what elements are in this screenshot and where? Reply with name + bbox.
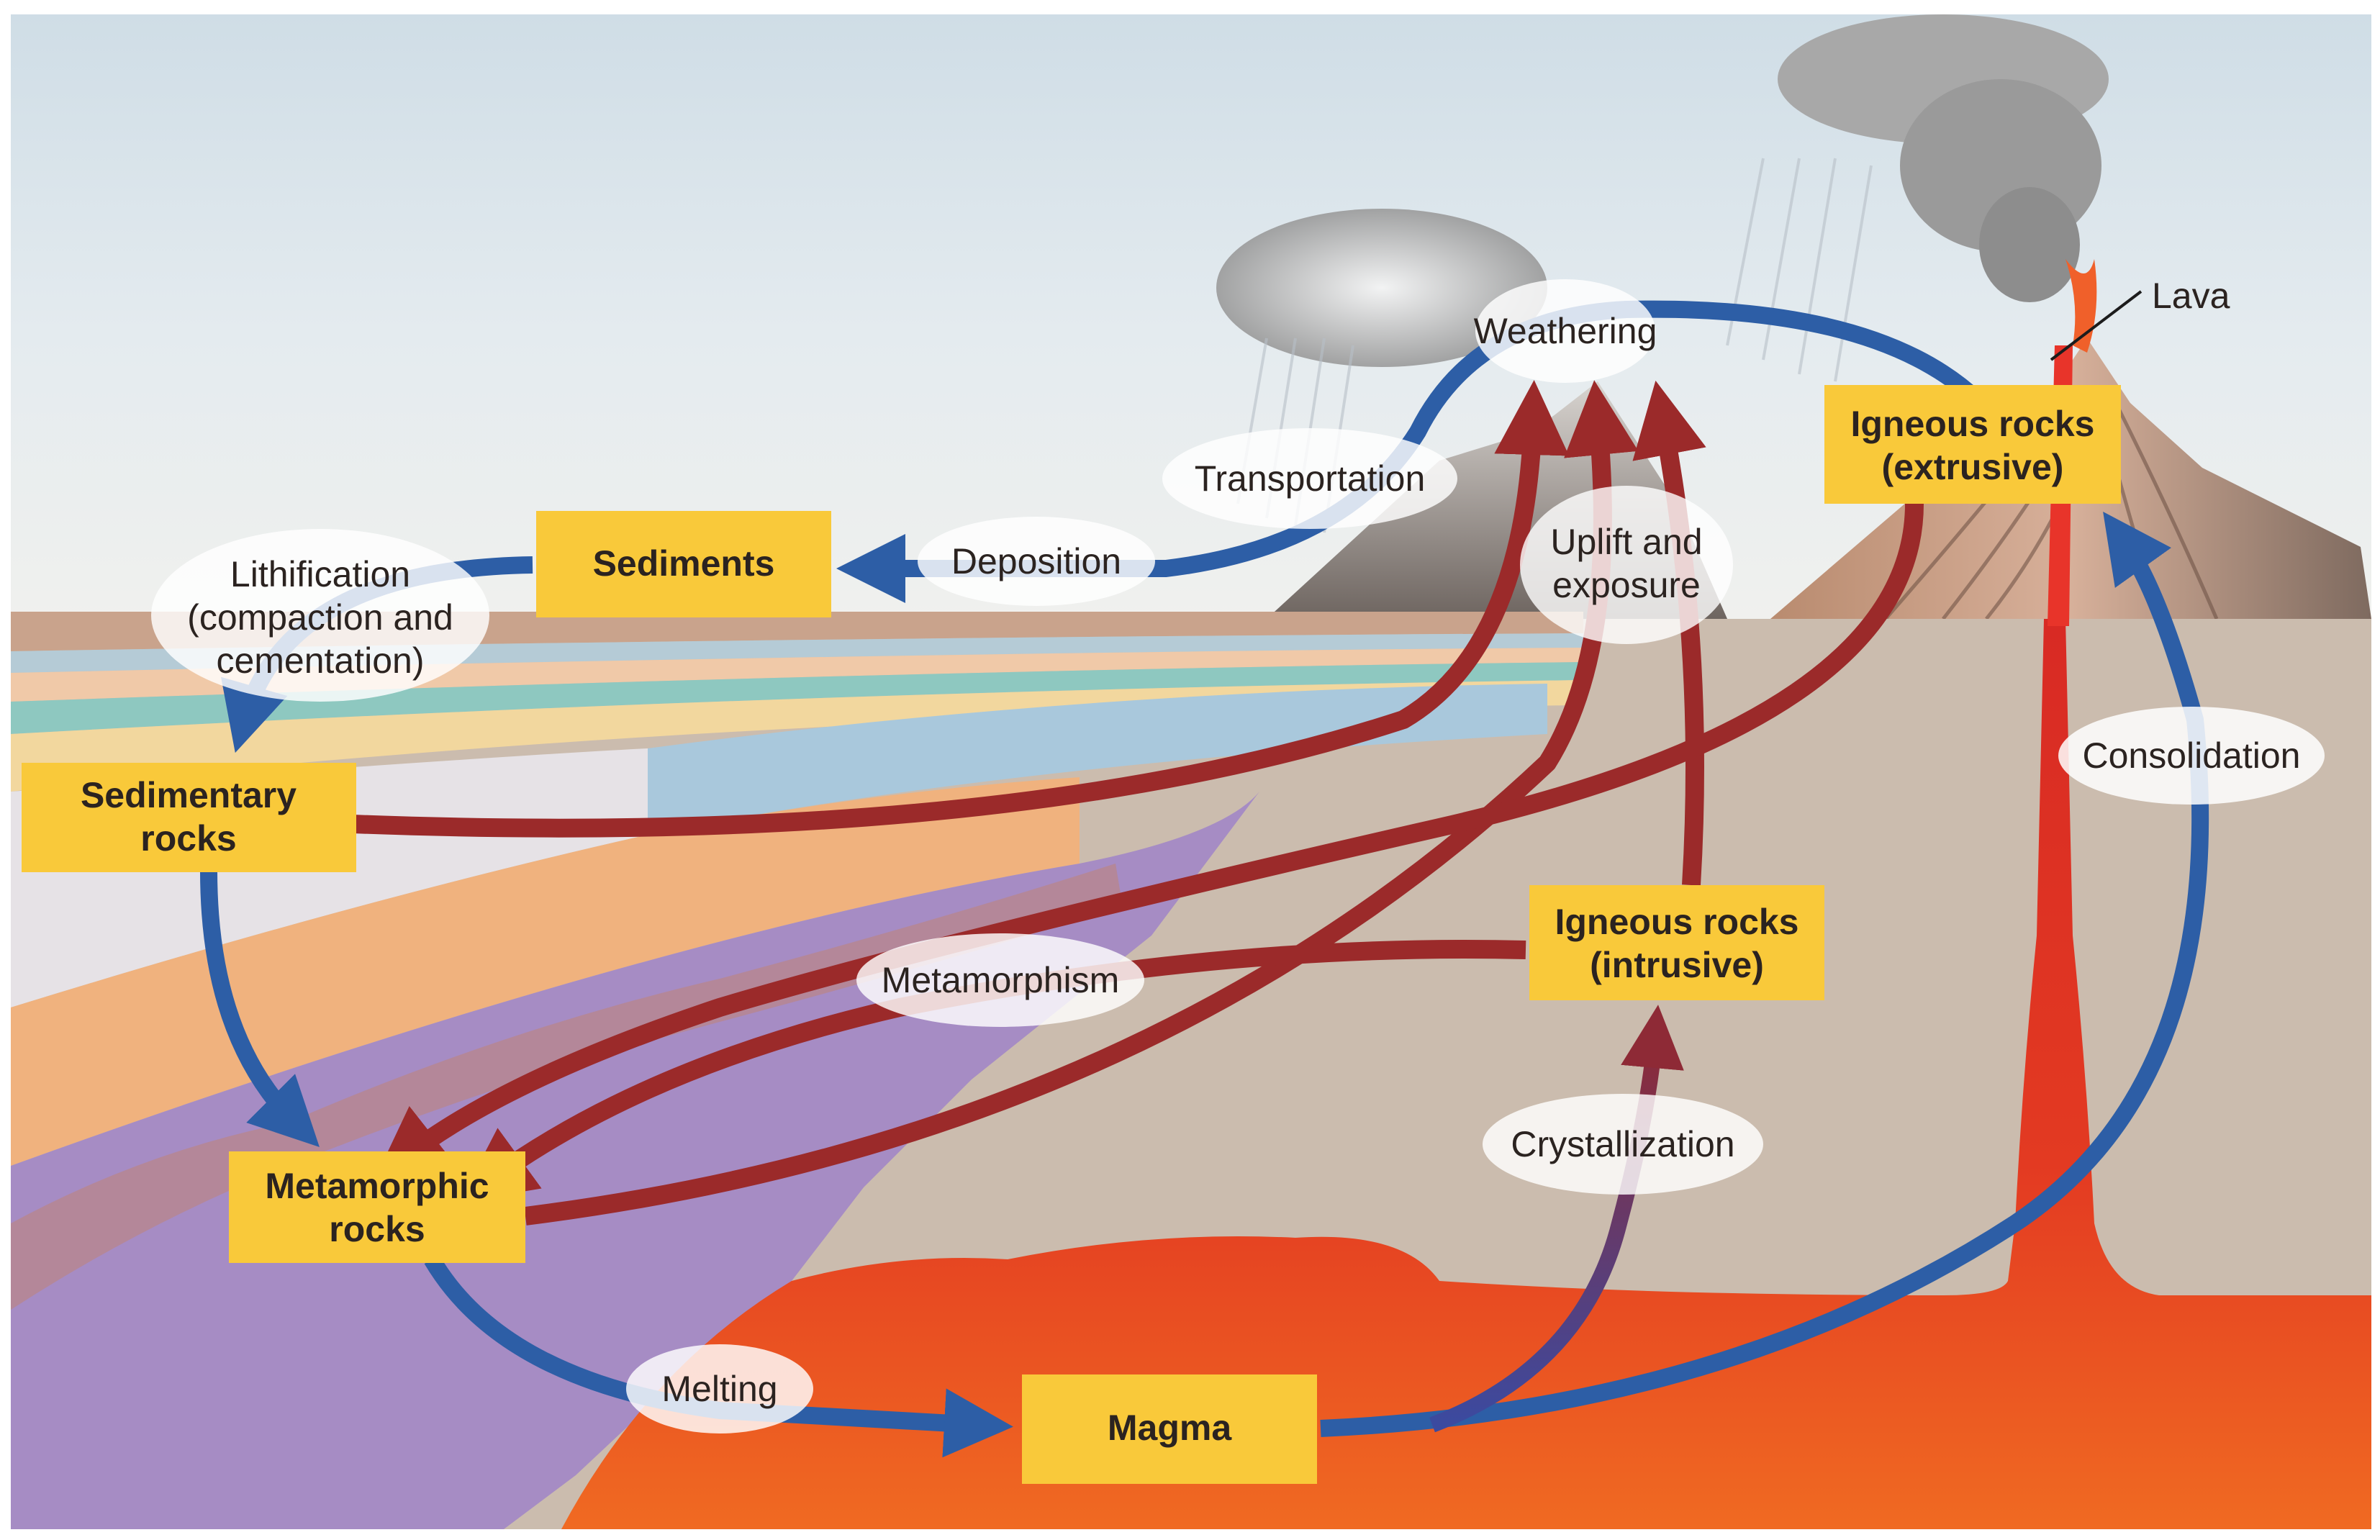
box-sediments: Sediments: [536, 511, 831, 617]
process-weathering-label: Weathering: [1474, 311, 1657, 351]
box-sedimentary-line1: Sedimentary: [81, 775, 297, 815]
box-intrusive-line1: Igneous rocks: [1555, 902, 1799, 942]
process-crystallization-label: Crystallization: [1511, 1124, 1734, 1164]
box-intrusive-line2: (intrusive): [1590, 945, 1764, 985]
process-deposition-label: Deposition: [951, 541, 1121, 581]
process-labels: Weathering Transportation Deposition Lit…: [151, 279, 2325, 1433]
process-lithification-line3: cementation): [216, 640, 424, 681]
process-transportation-label: Transportation: [1195, 458, 1426, 499]
box-igneous-intrusive: Igneous rocks (intrusive): [1529, 885, 1824, 1000]
arrow-sedimentary-to-metamorphic: [200, 870, 320, 1147]
process-melting: Melting: [626, 1344, 813, 1433]
process-melting-label: Melting: [661, 1369, 777, 1409]
process-consolidation-label: Consolidation: [2083, 735, 2301, 776]
process-metamorphism-label: Metamorphism: [882, 960, 1120, 1000]
box-sedimentary-line2: rocks: [140, 818, 236, 859]
box-extrusive-line1: Igneous rocks: [1851, 404, 2095, 444]
box-sediments-label: Sediments: [593, 543, 775, 584]
process-transportation: Transportation: [1162, 428, 1457, 529]
arrow-magma-to-extrusive: [1320, 511, 2209, 1437]
box-metamorphic-line2: rocks: [329, 1209, 425, 1249]
process-consolidation: Consolidation: [2058, 707, 2325, 805]
volcano-ash-cloud: [1778, 14, 2109, 302]
lava-label: Lava: [2152, 276, 2230, 316]
process-lithification-line1: Lithification: [230, 554, 410, 594]
process-uplift: Uplift and exposure: [1520, 486, 1733, 644]
rain-cloud: [1216, 209, 1547, 367]
process-lithification: Lithification (compaction and cementatio…: [151, 529, 489, 702]
process-metamorphism: Metamorphism: [856, 933, 1144, 1027]
lava-plume: [2065, 259, 2097, 353]
box-magma-label: Magma: [1108, 1408, 1232, 1448]
background-scene: [11, 14, 2371, 1529]
box-sedimentary-rocks: Sedimentary rocks: [22, 763, 356, 872]
box-metamorphic-line1: Metamorphic: [265, 1166, 489, 1206]
process-weathering: Weathering: [1474, 279, 1657, 383]
arrow-sedimentary-to-weathering: [352, 380, 1570, 838]
magma-chamber: [561, 619, 2371, 1529]
arrow-extrusive-to-metamorphic: [374, 503, 1924, 1182]
process-lithification-line2: (compaction and: [187, 597, 453, 638]
arrow-intrusive-to-weathering: [1632, 380, 1706, 886]
process-uplift-line2: exposure: [1552, 565, 1701, 605]
process-uplift-line1: Uplift and: [1550, 522, 1702, 562]
process-deposition: Deposition: [918, 517, 1155, 606]
rock-boxes: Sediments Sedimentary rocks Metamorphic …: [22, 385, 2121, 1484]
box-metamorphic-rocks: Metamorphic rocks: [229, 1151, 525, 1263]
box-igneous-extrusive: Igneous rocks (extrusive): [1824, 385, 2121, 504]
lava-callout: Lava: [2050, 276, 2230, 361]
box-magma: Magma: [1022, 1374, 1317, 1484]
box-extrusive-line2: (extrusive): [1882, 447, 2064, 487]
process-crystallization: Crystallization: [1483, 1094, 1763, 1195]
